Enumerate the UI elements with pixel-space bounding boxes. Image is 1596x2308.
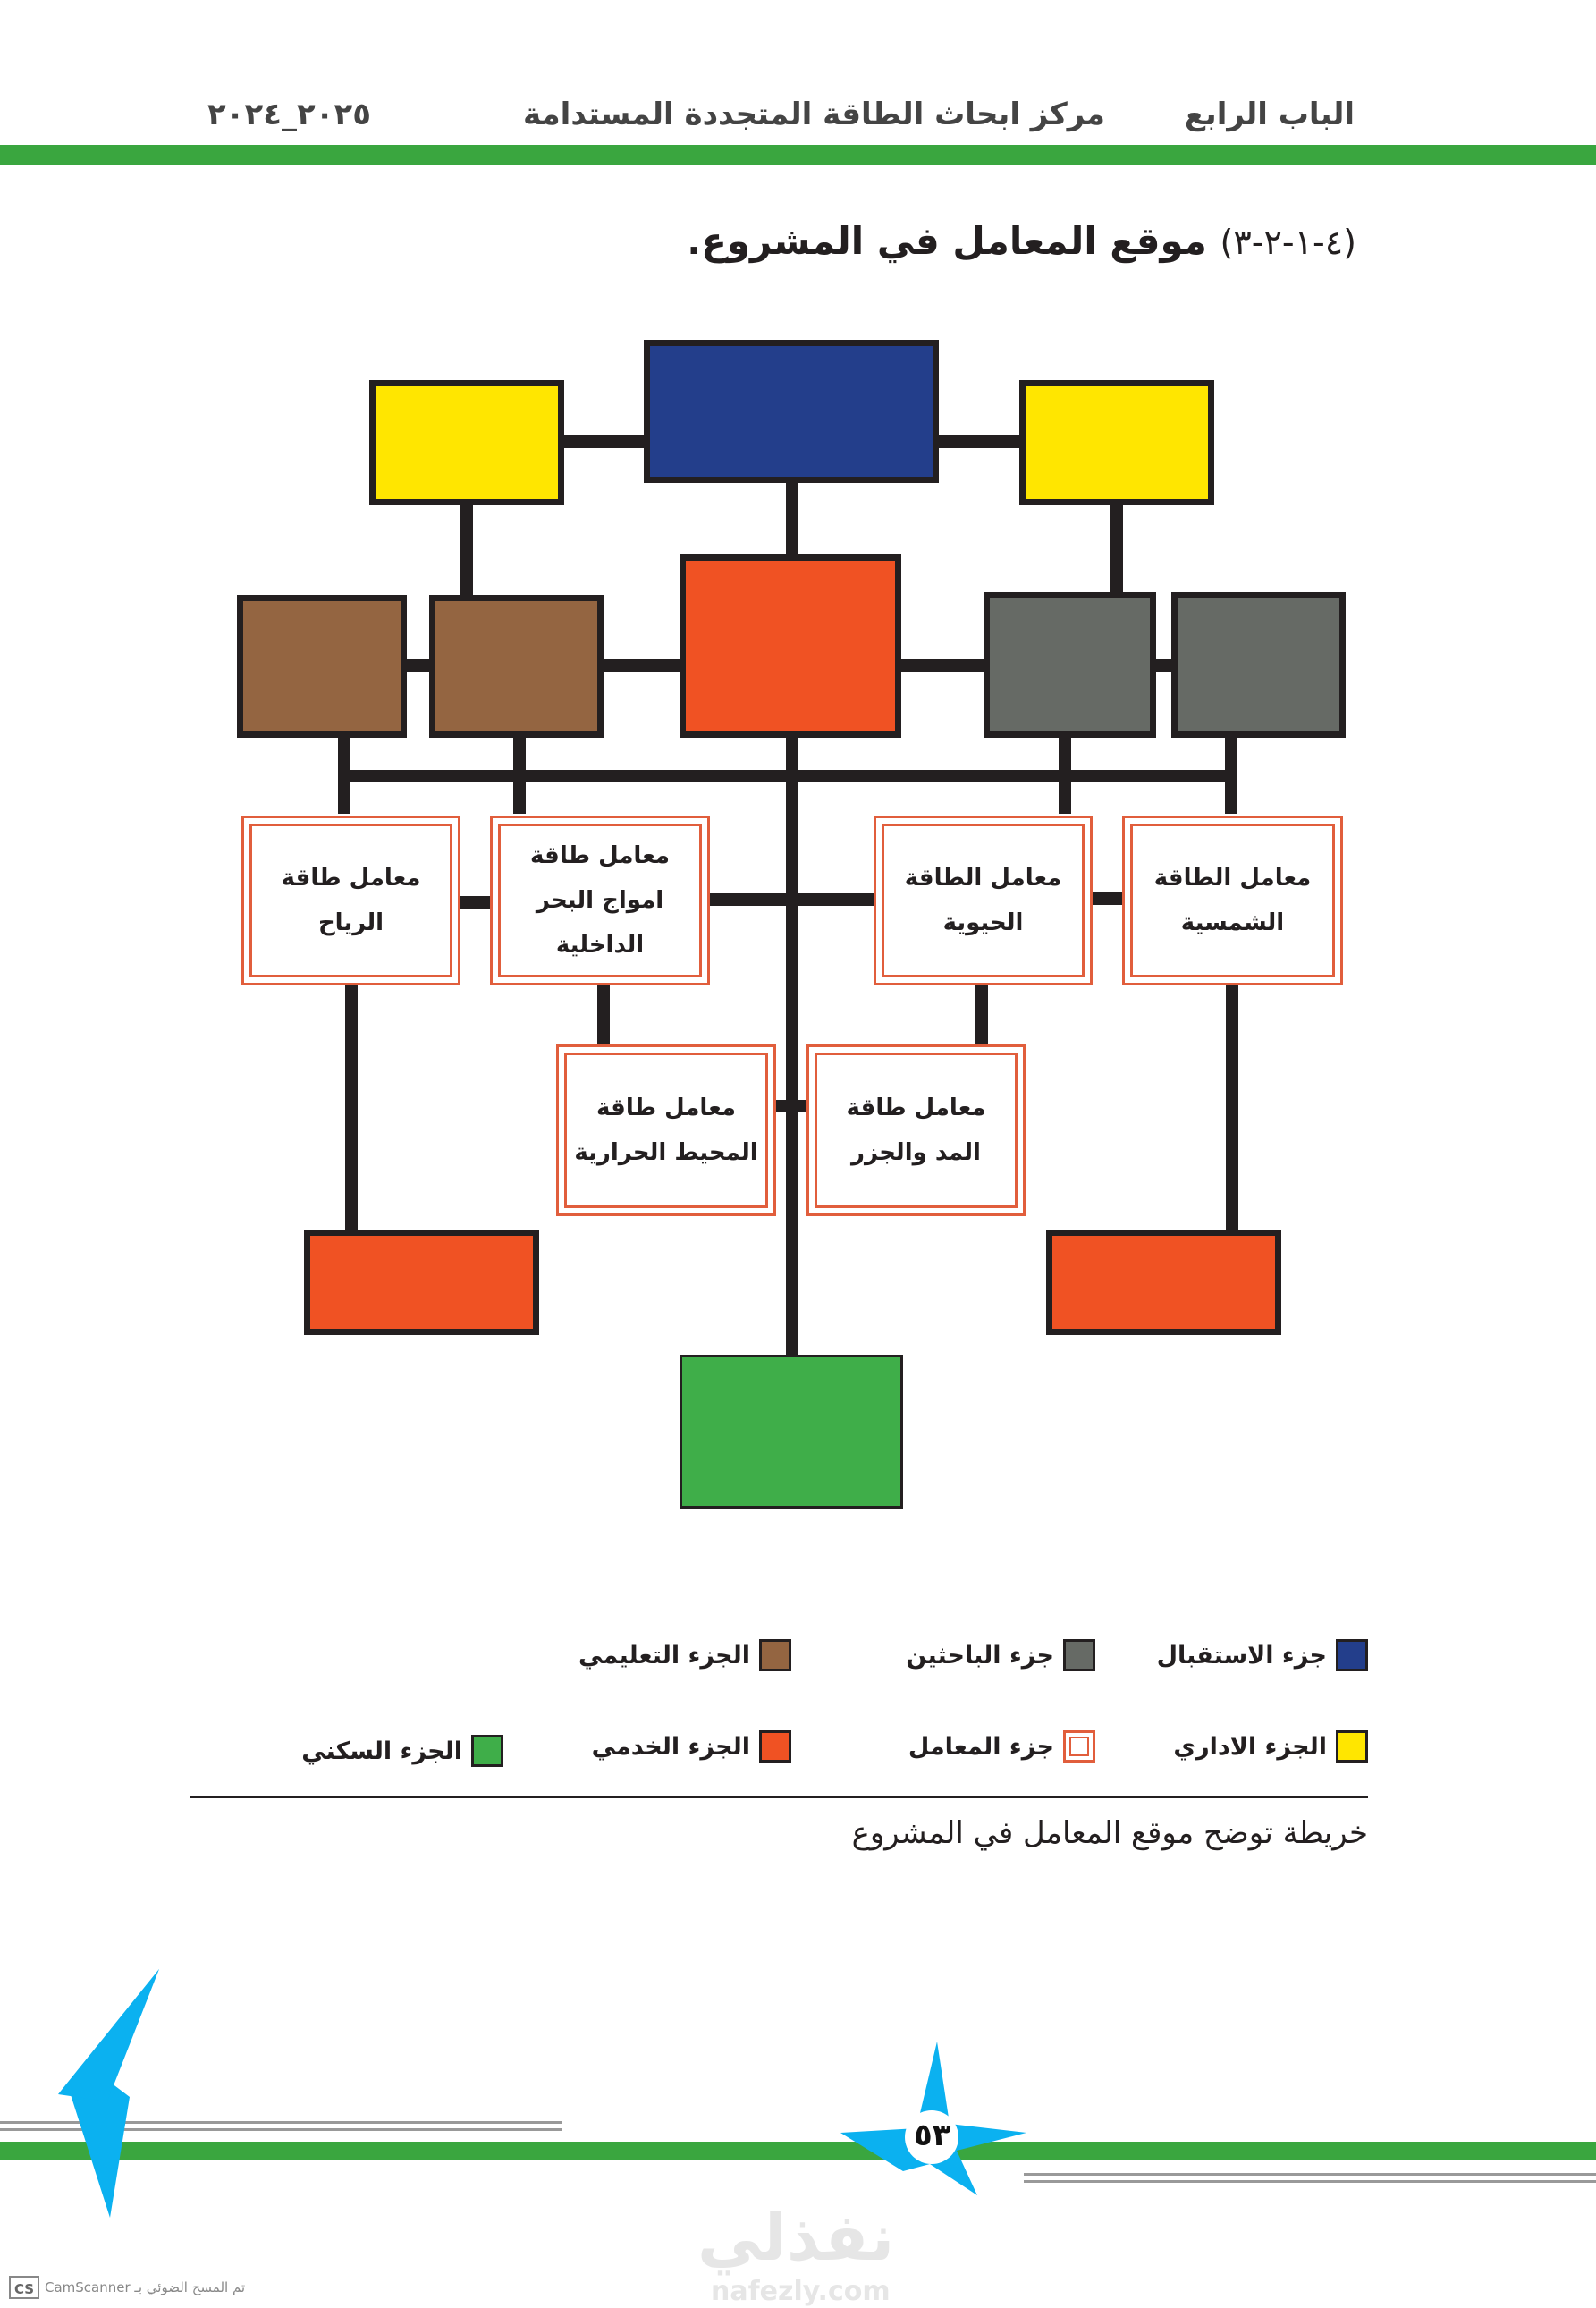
- lab-solar-line2: الشمسية: [1180, 909, 1285, 936]
- footer-decoration: [0, 1969, 1596, 2218]
- researchers-block-1: [984, 592, 1156, 738]
- watermark-latin: nafezly.com: [711, 2276, 891, 2307]
- researchers-block-2: [1171, 592, 1346, 738]
- legend-researchers: جزء الباحثين: [906, 1639, 1095, 1671]
- legend-administrative-swatch: [1336, 1730, 1368, 1763]
- lab-solar: معامل الطاقة الشمسية: [1122, 816, 1343, 985]
- legend-educational-label: الجزء التعليمي: [578, 1641, 750, 1670]
- scanner-note: تم المسح الضوئي بـ CamScanner: [45, 2279, 246, 2295]
- section-title: موقع المعامل في المشروع.: [687, 219, 1207, 263]
- legend-residential-label: الجزء السكني: [301, 1737, 462, 1765]
- caption-divider: [190, 1796, 1368, 1798]
- lab-bio: معامل الطاقة الحيوية: [874, 816, 1093, 985]
- lab-waves: معامل طاقة امواج البحر الداخلية: [490, 816, 710, 985]
- lab-tidal: معامل طاقة المد والجزر: [806, 1044, 1026, 1216]
- residential-block: [680, 1355, 903, 1509]
- legend-labs: جزء المعامل: [908, 1730, 1095, 1763]
- legend-educational-swatch: [759, 1639, 791, 1671]
- services-block-central: [680, 554, 901, 738]
- legend-labs-swatch: [1063, 1730, 1095, 1763]
- chapter-title: الباب الرابع: [1184, 97, 1355, 132]
- lab-waves-line2: امواج البحر الداخلية: [536, 887, 664, 959]
- lab-tidal-line2: المد والجزر: [851, 1139, 981, 1166]
- legend-researchers-label: جزء الباحثين: [906, 1641, 1054, 1670]
- figure-caption: خريطة توضح موقع المعامل في المشروع: [851, 1815, 1368, 1851]
- watermark-arabic: نفذلي: [697, 2200, 895, 2275]
- legend-administrative: الجزء الاداري: [1173, 1730, 1368, 1763]
- section-heading: (٤-١-٢-٣) موقع المعامل في المشروع.: [687, 219, 1356, 263]
- section-number: (٤-١-٢-٣): [1220, 223, 1357, 262]
- lab-wind: معامل طاقة الرياح: [241, 816, 460, 985]
- page-number: ٥٣: [914, 2118, 951, 2153]
- camscanner-badge: CS: [9, 2276, 39, 2299]
- educational-block-2: [429, 595, 604, 738]
- legend-educational: الجزء التعليمي: [578, 1639, 791, 1671]
- lab-tidal-line1: معامل طاقة: [846, 1095, 986, 1121]
- lab-ocean-thermal-line2: المحيط الحرارية: [574, 1139, 758, 1166]
- legend-administrative-label: الجزء الاداري: [1173, 1732, 1327, 1761]
- legend-services-label: الجزء الخدمي: [591, 1732, 750, 1761]
- legend-services: الجزء الخدمي: [592, 1730, 791, 1763]
- lab-solar-line1: معامل الطاقة: [1153, 865, 1312, 892]
- lab-bio-line2: الحيوية: [942, 909, 1024, 936]
- lab-wind-line2: الرياح: [317, 909, 384, 936]
- reception-block: [644, 340, 939, 483]
- legend-reception: جزء الاستقبال: [1157, 1639, 1368, 1671]
- lab-bio-line1: معامل الطاقة: [904, 865, 1062, 892]
- year-range: ٢٠٢٥_٢٠٢٤: [207, 97, 372, 132]
- legend-labs-label: جزء المعامل: [908, 1732, 1054, 1761]
- header-green-bar: [0, 145, 1596, 165]
- administrative-block-right: [1019, 380, 1214, 505]
- lab-ocean-thermal: معامل طاقة المحيط الحرارية: [556, 1044, 776, 1216]
- center-name: مركز ابحاث الطاقة المتجددة المستدامة: [523, 97, 1105, 132]
- legend-services-swatch: [759, 1730, 791, 1763]
- services-block-right: [1046, 1230, 1281, 1335]
- educational-block-1: [237, 595, 407, 738]
- lab-wind-line1: معامل طاقة: [281, 865, 421, 892]
- legend-reception-label: جزء الاستقبال: [1156, 1641, 1327, 1670]
- lab-ocean-thermal-line1: معامل طاقة: [596, 1095, 736, 1121]
- legend-reception-swatch: [1336, 1639, 1368, 1671]
- administrative-block-left: [369, 380, 564, 505]
- legend-researchers-swatch: [1063, 1639, 1095, 1671]
- legend-residential: الجزء السكني: [301, 1735, 503, 1767]
- services-block-left: [304, 1230, 539, 1335]
- legend-residential-swatch: [471, 1735, 503, 1767]
- lab-waves-line1: معامل طاقة: [530, 842, 670, 869]
